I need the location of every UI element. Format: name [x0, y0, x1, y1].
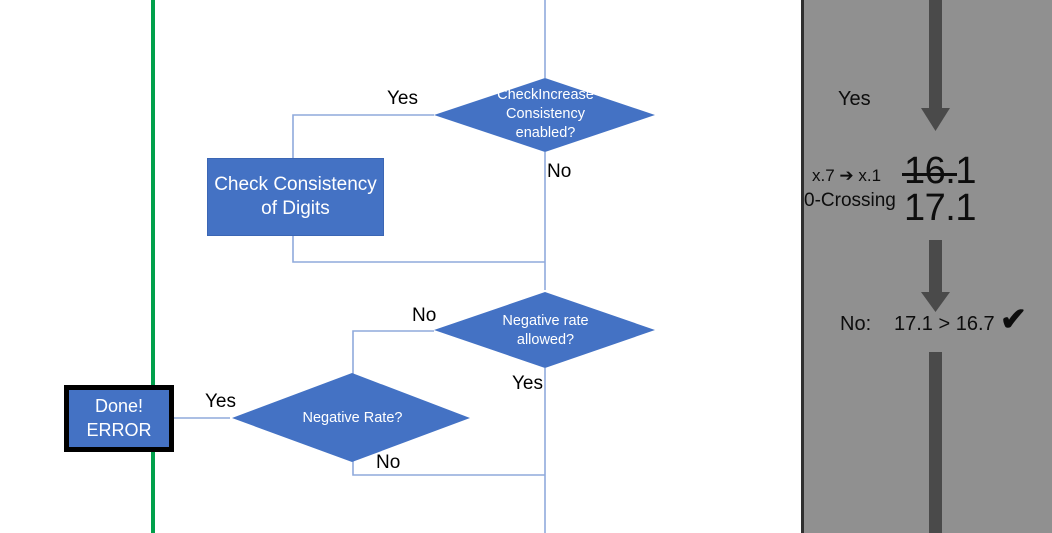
check-increase-decision-diamond[interactable]: [434, 78, 655, 152]
arrow-top-icon: [921, 0, 950, 131]
panel-value-current: 17.1: [904, 187, 976, 229]
shaft-bottom-icon: [929, 352, 942, 533]
flowchart-canvas: CheckIncrease Consistency enabled? Negat…: [64, 0, 655, 533]
edge-label-yes-check-increase: Yes: [387, 88, 418, 109]
panel-comparison-text: 17.1 > 16.7: [894, 313, 995, 335]
check-consistency-process-box[interactable]: Check Consistency of Digits: [207, 158, 384, 236]
check-consistency-line-2: of Digits: [261, 198, 330, 219]
edge-label-yes-to-done-error: Yes: [205, 391, 236, 412]
done-error-terminator-box[interactable]: Done! ERROR: [64, 385, 174, 452]
edge-label-no-negative-rate-allowed: No: [412, 305, 437, 326]
done-error-text: Done! ERROR: [86, 395, 151, 441]
panel-no-label: No:: [840, 313, 872, 335]
done-error-line-2: ERROR: [86, 419, 152, 440]
arrow-middle-icon: [921, 240, 950, 312]
done-error-line-1: Done!: [94, 396, 144, 417]
panel-mapping-label: x.7 ➔ x.1: [812, 166, 882, 185]
panel-arrows-layer: [921, 0, 950, 533]
negative-rate-decision-diamond[interactable]: [232, 373, 470, 462]
check-consistency-text: Check Consistency of Digits: [214, 173, 377, 222]
edge-label-yes-negative-rate-allowed: Yes: [512, 373, 543, 394]
panel-value-struck: 16.1: [904, 150, 976, 193]
edge-label-no-check-increase: No: [547, 161, 572, 182]
panel-zero-crossing-label: 0-Crossing: [804, 190, 896, 211]
green-vertical-guide-line: [151, 0, 155, 533]
side-panel: Yes x.7 ➔ x.1 0-Crossing 16.1 17.1 No: 1…: [801, 0, 1052, 533]
check-consistency-line-1: Check Consistency: [214, 173, 377, 195]
flowchart-shapes-layer: [174, 0, 655, 533]
check-mark-icon: ✔: [1000, 301, 1027, 337]
edge-label-no-negative-rate: No: [376, 452, 401, 473]
panel-yes-label: Yes: [838, 88, 871, 110]
negative-rate-allowed-decision-diamond[interactable]: [434, 292, 655, 368]
panel-value-struck-text: 16.1: [904, 150, 976, 192]
